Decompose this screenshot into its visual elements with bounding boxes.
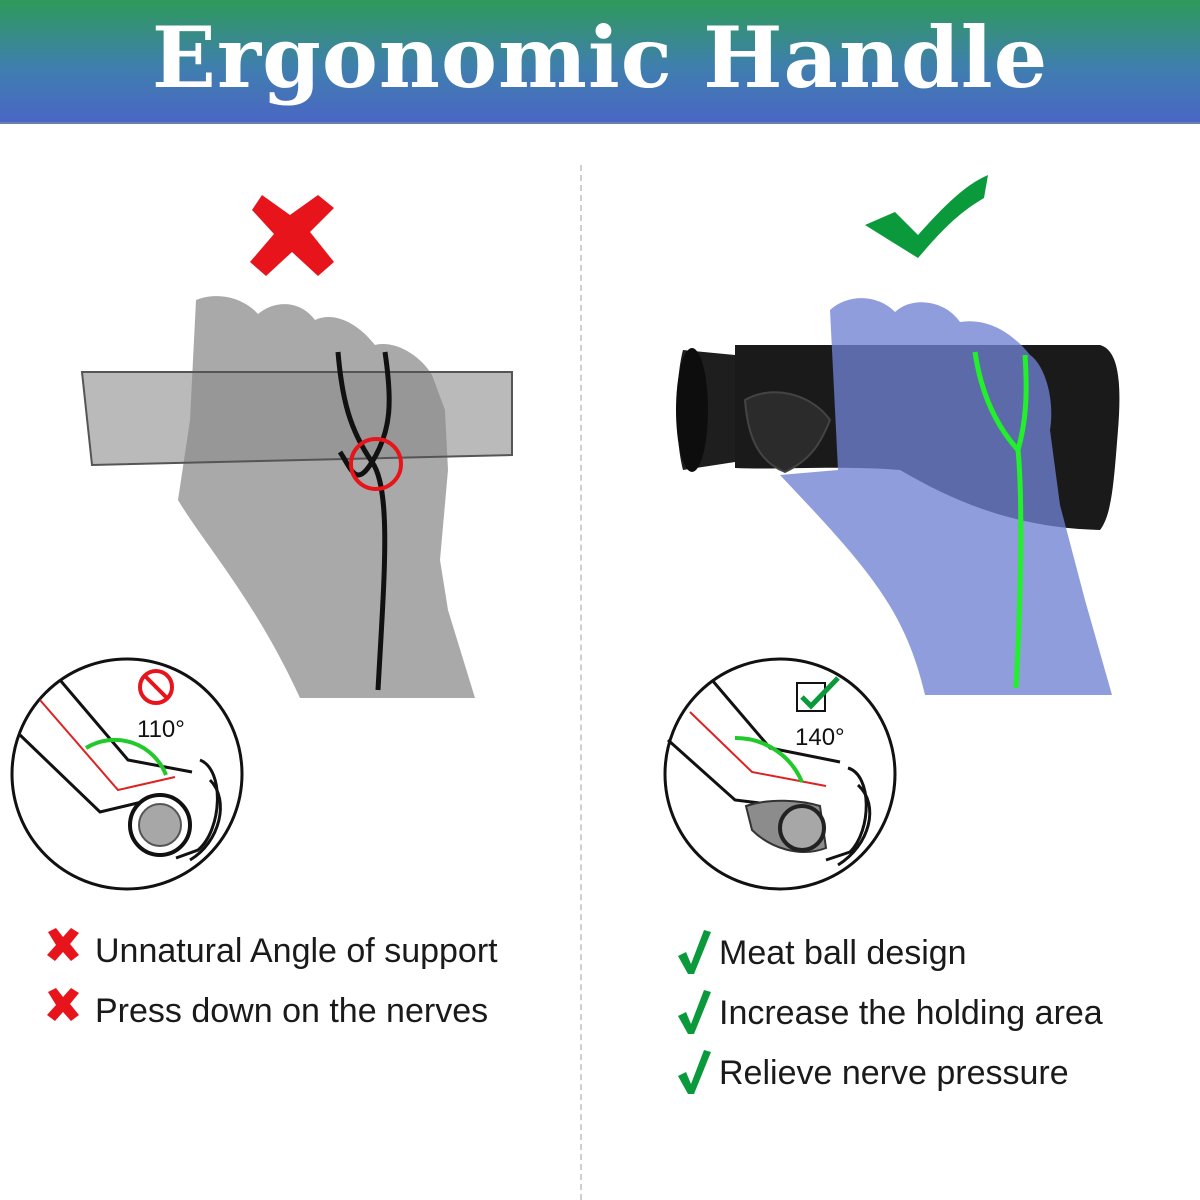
bad-angle-label: 110° bbox=[137, 716, 185, 743]
good-check-icon bbox=[865, 175, 988, 258]
good-angle-label: 140° bbox=[795, 724, 845, 751]
approved-checkbox-icon bbox=[796, 676, 840, 712]
green-check-icon bbox=[678, 930, 711, 974]
green-check-icon bbox=[678, 990, 711, 1034]
gray-hand-illustration bbox=[178, 296, 475, 698]
relieved-nerve-illustration bbox=[972, 351, 1029, 689]
benefit-text: Relieve nerve pressure bbox=[719, 1054, 1069, 1092]
drawback-text: Press down on the nerves bbox=[95, 992, 489, 1030]
green-check-icon bbox=[678, 1050, 711, 1094]
benefit-text: Meat ball design bbox=[719, 934, 967, 972]
page-title: Ergonomic Handle bbox=[151, 8, 1049, 107]
panel-divider bbox=[580, 165, 582, 1200]
benefit-text: Increase the holding area bbox=[719, 994, 1103, 1032]
red-x-icon bbox=[47, 988, 79, 1021]
red-x-icon bbox=[47, 928, 79, 961]
title-banner: Ergonomic Handle bbox=[0, 0, 1200, 124]
bad-x-icon bbox=[250, 195, 334, 276]
pinched-nerve-illustration bbox=[335, 351, 403, 691]
flat-bar-illustration bbox=[80, 371, 513, 467]
good-angle-diagram bbox=[663, 657, 897, 891]
drawback-text: Unnatural Angle of support bbox=[95, 932, 498, 970]
prohibited-icon bbox=[138, 669, 174, 705]
bad-angle-diagram bbox=[10, 657, 244, 891]
blue-hand-illustration bbox=[780, 298, 1112, 695]
